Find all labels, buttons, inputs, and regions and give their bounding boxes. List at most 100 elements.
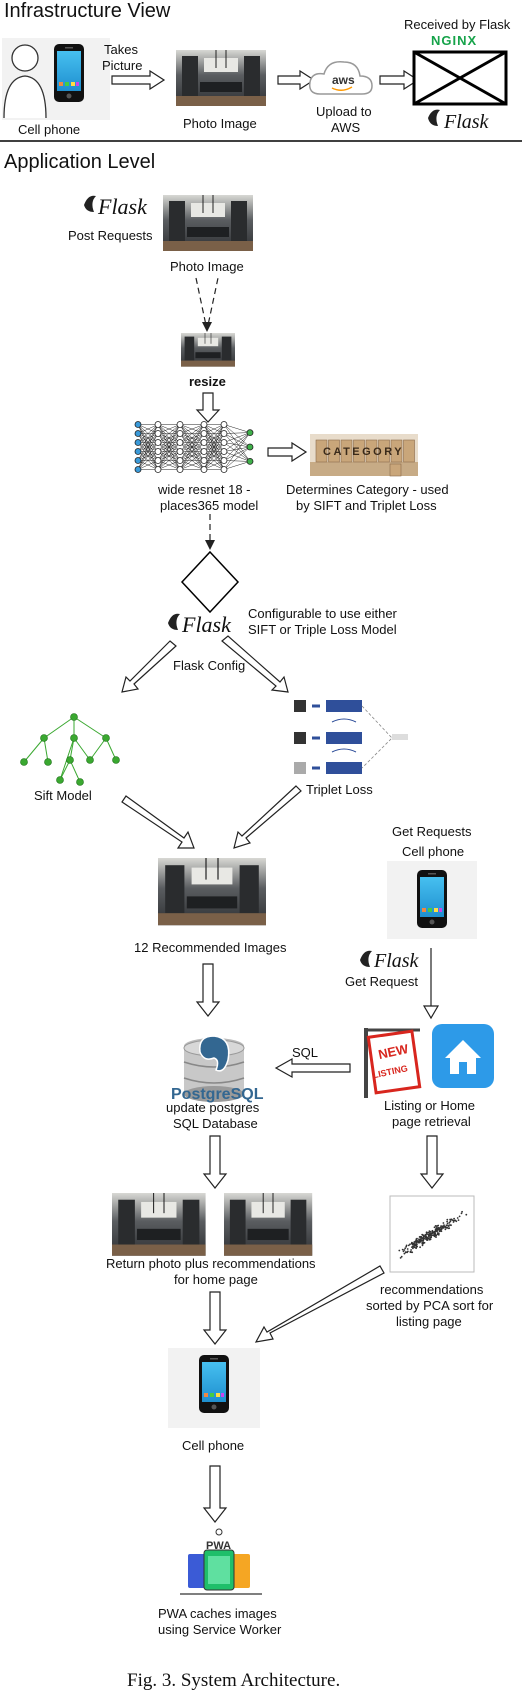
scatter-point [453,1217,455,1220]
infra-flask-logo-icon: Flask [428,109,490,133]
tree-node [70,734,78,742]
category-block [403,439,415,463]
post-requests-label: Post Requests [68,228,153,243]
scatter-point [416,1239,418,1242]
server-box-icon [412,50,508,106]
scatter-point [432,1230,434,1233]
nn-edge [223,461,251,470]
recommended-images [157,857,267,926]
config-label-2: SIFT or Triple Loss Model [248,622,397,637]
takes-picture-label-2: Picture [102,58,142,73]
scatter-point [454,1219,457,1222]
nn-edge [203,460,225,470]
svg-text:CATEGORY: CATEGORY [323,446,404,458]
cell-phone-bottom-icon [168,1348,260,1428]
nn-node [200,448,208,455]
arrow-to-triplet [221,635,289,693]
nn-edge [179,424,205,434]
nn-node [176,448,184,455]
tree-node [56,776,64,784]
scatter-point [461,1210,463,1213]
nn-node [134,430,142,437]
nn-edge [223,432,251,470]
app-photo-image [162,194,254,252]
nn-node [154,430,162,437]
scatter-point [407,1244,410,1247]
nn-edge [203,433,225,470]
aws-logo-text: aws [332,73,355,87]
postgres-label-1: update postgres [166,1100,260,1115]
app-flask-logo-icon: Flask [84,194,148,219]
tree-node [20,758,28,766]
scatter-point [411,1243,414,1246]
nn-node [200,466,208,473]
nn-edge [157,451,181,470]
scatter-point [433,1233,436,1236]
tree-edge [43,716,75,739]
scatter-point [429,1236,432,1239]
tree-edge [69,759,81,783]
nn-edge [157,424,181,443]
nn-edge [223,446,251,452]
svg-text:Flask: Flask [373,950,420,972]
scatter-point [414,1243,417,1246]
decision-diamond [180,550,240,614]
svg-text:PWA: PWA [206,1540,231,1552]
nn-edge [137,424,159,452]
upload-aws-label-1: Upload to [316,104,372,119]
nn-edge [179,424,205,470]
nn-edge [223,424,251,433]
scatter-point [402,1250,405,1253]
tree-edge [105,737,117,761]
sift-model-label: Sift Model [34,788,92,803]
get-request-flask-logo-icon: Flask [360,950,420,972]
scatter-point [433,1226,436,1229]
nn-edge [137,460,159,470]
nn-edge [179,460,205,470]
tree-node [40,734,48,742]
model-label-2: places365 model [160,498,258,513]
scatter-point [446,1222,449,1225]
arrow-photo-to-aws [277,69,316,91]
pca-label-3: listing page [396,1314,462,1329]
nn-edge [137,424,159,443]
nn-node [154,439,162,446]
nn-edge [157,424,181,452]
nn-node [220,448,228,455]
nn-edge [179,433,205,470]
flask-config-label: Flask Config [173,658,245,673]
nn-edge [223,433,251,462]
scatter-point [405,1251,407,1253]
infra-cell-phone-label: Cell phone [18,122,80,137]
infrastructure-heading: Infrastructure View [4,0,171,22]
category-label-1: Determines Category - used [286,482,449,497]
scatter-point [445,1226,447,1229]
arrow-postgres-to-return [202,1135,228,1189]
tree-edge [73,737,91,761]
nn-edge [203,424,225,443]
nn-node [154,457,162,464]
category-block [328,439,340,463]
pca-label-1: recommendations [380,1282,484,1297]
nn-node [220,457,228,464]
category-block [340,439,353,463]
scatter-point [419,1246,421,1249]
nn-edge [137,451,159,470]
nn-edge [223,432,251,443]
scatter-point [446,1220,448,1223]
scatter-point [411,1241,413,1244]
postgres-label-2: SQL Database [173,1116,258,1131]
nn-node [134,466,142,473]
nn-edge [179,451,205,470]
scatter-point [400,1255,403,1258]
nn-edge [223,432,251,452]
tree-node [44,758,52,766]
scatter-point [436,1230,438,1233]
scatter-point [425,1231,428,1234]
arrow-phone-to-photo [111,69,166,91]
tree-node [102,734,110,742]
nn-edge [137,433,159,470]
nn-node [176,457,184,464]
scatter-point [458,1215,461,1218]
scatter-point [399,1257,402,1259]
